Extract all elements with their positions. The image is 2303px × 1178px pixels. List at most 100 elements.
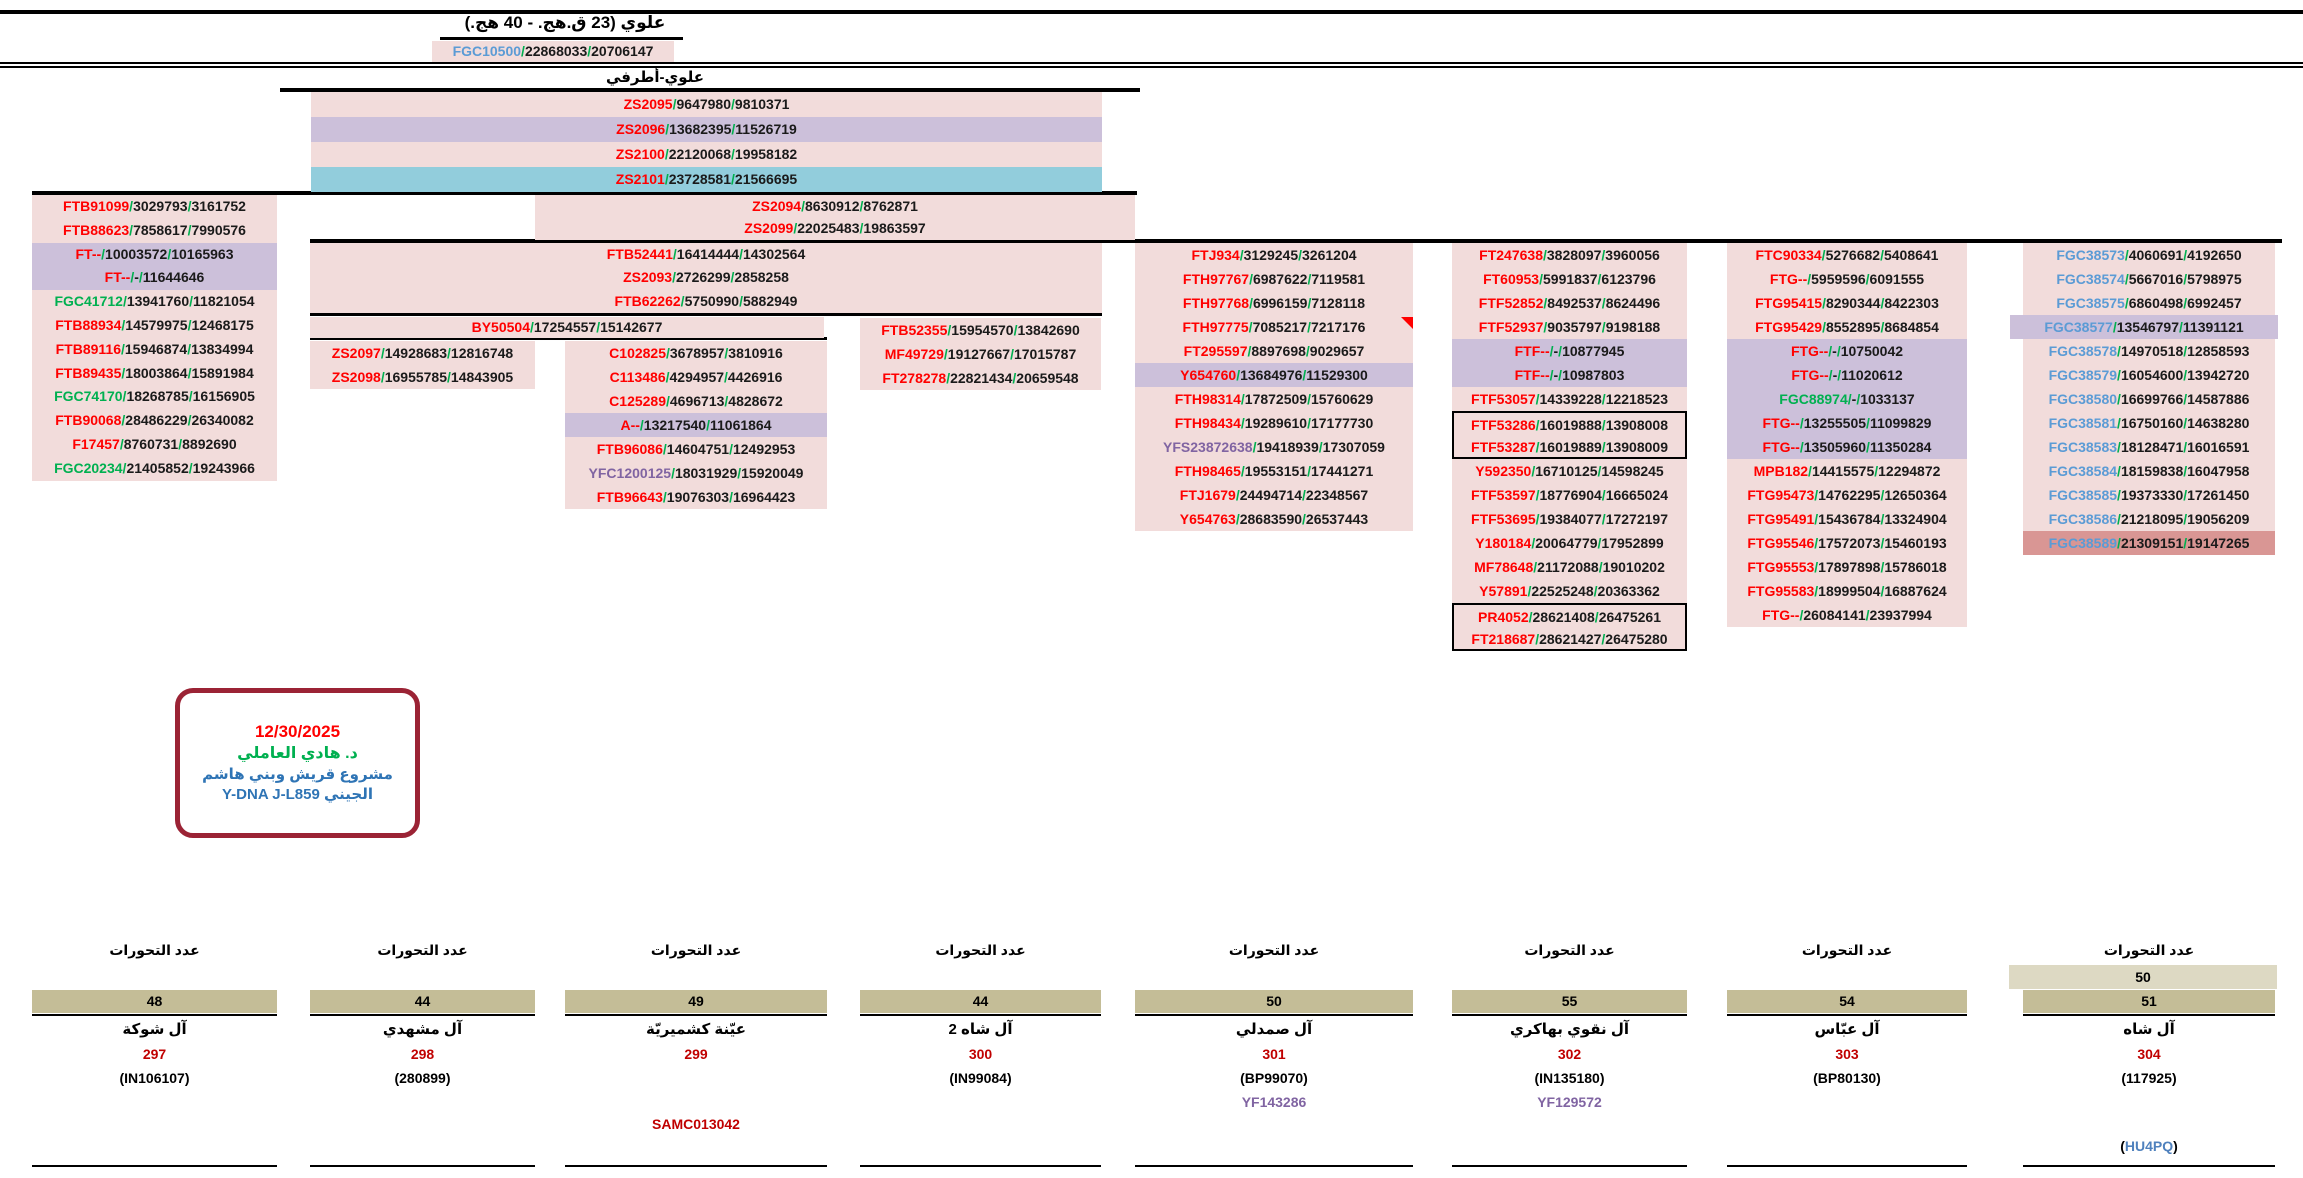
separator: /	[1597, 535, 1602, 551]
snp-row: ZS2100/22120068/19958182	[311, 142, 1102, 167]
separator: /	[1814, 511, 1819, 527]
separator: /	[1235, 511, 1240, 527]
snp-position-2: 3261204	[1302, 247, 1357, 263]
snp-position-2: 22348567	[1305, 487, 1369, 503]
sample-number: 300	[968, 1046, 993, 1062]
mutations-count-value: 49	[565, 990, 827, 1013]
snp-position-1: 2726299	[676, 269, 731, 286]
snp-position-1: 5750990	[684, 292, 740, 309]
snp-name: FGC38574	[2056, 271, 2125, 287]
separator: /	[1866, 415, 1870, 431]
snp-name: FTB62262	[614, 292, 681, 309]
snp-position-2: 3161752	[191, 198, 246, 214]
sample-id: (BP80130)	[1813, 1070, 1881, 1086]
snp-position-2: 13908008	[1605, 417, 1668, 433]
snp-position-1: 20064779	[1535, 535, 1598, 551]
separator: /	[101, 245, 106, 262]
snp-position-1: 22525248	[1531, 583, 1594, 599]
snp-position-2: 15460193	[1884, 535, 1947, 551]
separator: /	[1601, 391, 1606, 407]
snp-name: FTF--	[1514, 367, 1550, 383]
snp-position-1: 6996159	[1252, 295, 1308, 311]
snp-row: FTJ1679/24494714/22348567	[1135, 483, 1413, 507]
snp-row: FTB91099/3029793/3161752	[32, 195, 277, 219]
snp-position-1: 16019888	[1539, 417, 1602, 433]
divider-branch-row	[310, 239, 2282, 243]
separator: /	[1558, 367, 1563, 383]
separator: /	[1594, 609, 1599, 625]
separator: /	[1531, 535, 1536, 551]
snp-row: FTH97767/6987622/7119581	[1135, 267, 1413, 291]
snp-position-2: 12294872	[1878, 463, 1941, 479]
snp-position-2: 19958182	[734, 146, 798, 162]
snp-position-2: 10165963	[171, 245, 234, 262]
snp-position-1: 8552895	[1825, 319, 1881, 335]
snp-position-2: 11644646	[142, 269, 205, 286]
sample-id	[565, 1070, 827, 1090]
mutations-count-value: 51	[2023, 990, 2275, 1013]
separator: /	[1543, 295, 1548, 311]
snp-position-1: 18128471	[2120, 439, 2184, 455]
sample-name: آل صمدلي	[1235, 1021, 1313, 1038]
snp-row: FTG95583/18999504/16887624	[1727, 579, 1967, 603]
snp-row: FTH97768/6996159/7128118	[1135, 291, 1413, 315]
snp-position-2: 14598245	[1601, 463, 1664, 479]
separator: /	[680, 292, 685, 309]
snp-position-2: 9810371	[734, 96, 790, 112]
sample-yfull-id: YF129572	[1537, 1094, 1602, 1110]
separator: /	[380, 345, 385, 361]
separator: /	[1240, 415, 1245, 431]
snp-position-2: 15891984	[191, 364, 254, 381]
snp-position-2: 13942720	[2187, 367, 2250, 383]
snp-position-1: 14762295	[1818, 487, 1881, 503]
snp-row: FT218687/28621427/26475280	[1452, 627, 1687, 651]
separator: /	[1318, 439, 1323, 455]
separator: /	[122, 293, 127, 310]
separator: /	[1543, 247, 1547, 263]
separator: /	[1880, 583, 1885, 599]
mutations-count-label: عدد التحورات	[2103, 942, 2195, 958]
snp-name: A--	[620, 417, 640, 433]
snp-row: YFC1200125/18031929/15920049	[565, 461, 827, 485]
snp-row: FTG95473/14762295/12650364	[1727, 483, 1967, 507]
separator: /	[664, 146, 669, 162]
sample-number: 297	[142, 1046, 167, 1062]
snp-position-2: 1033137	[1860, 391, 1915, 407]
snp-position-2: 14302564	[742, 246, 806, 262]
mutations-count-label: عدد التحورات	[377, 942, 468, 958]
separator: /	[1235, 487, 1240, 503]
snp-name: FTB96086	[596, 441, 663, 457]
snp-position-1: 13941760	[126, 293, 190, 310]
sample-id: (IN99084)	[949, 1070, 1012, 1086]
snp-name: FT218687	[1471, 631, 1536, 647]
separator: /	[119, 435, 124, 452]
snp-block-by50504: BY50504/17254557/15142677	[310, 317, 824, 338]
sample-id: (BP99070)	[1240, 1070, 1308, 1086]
separator: /	[1807, 271, 1812, 287]
snp-position-2: 17272197	[1605, 511, 1668, 527]
separator: /	[188, 388, 193, 405]
separator: /	[1601, 631, 1606, 647]
separator: /	[1535, 631, 1540, 647]
sample-column-7: عدد التحورات 54 آل عبّاس 303 (BP80130)	[1727, 942, 1967, 1178]
snp-name: FGC10500	[452, 43, 522, 59]
snp-row: ZS2094/8630912/8762871	[535, 195, 1135, 218]
snp-name: FGC38581	[2048, 415, 2118, 431]
snp-row: C125289/4696713/4828672	[565, 389, 827, 413]
separator: /	[1531, 463, 1536, 479]
divider	[310, 1165, 535, 1167]
separator: /	[121, 412, 126, 429]
snp-position-1: 13682395	[669, 121, 732, 137]
snp-position-2: 15786018	[1884, 559, 1947, 575]
snp-position-2: 11350284	[1869, 439, 1932, 455]
separator: /	[2117, 511, 2121, 527]
separator: /	[793, 220, 798, 237]
separator: /	[731, 146, 735, 162]
snp-row: FGC74170/18268785/16156905	[32, 385, 277, 410]
snp-name: FGC38584	[2048, 463, 2118, 479]
snp-position-2: 12650364	[1884, 487, 1947, 503]
snp-name: Y654763	[1179, 511, 1236, 527]
snp-position-2: 7128118	[1311, 295, 1366, 311]
snp-name: FTB91099	[63, 198, 130, 214]
